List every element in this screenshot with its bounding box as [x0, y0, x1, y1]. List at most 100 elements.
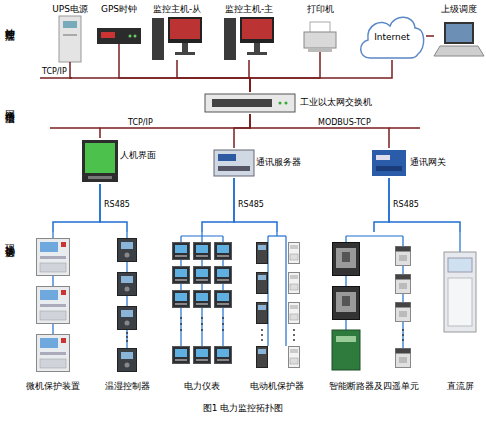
- smart-breaker-symbol: [396, 349, 411, 368]
- device-group: 电力仪表: [162, 232, 242, 392]
- power-meter-symbol: [215, 243, 232, 260]
- protocol-label: RS485: [393, 200, 419, 210]
- top-bus-line: [40, 78, 72, 79]
- ellipsis-dots: [201, 323, 203, 325]
- motor-protector-symbol: [289, 347, 300, 368]
- ethernet-switch-icon: [205, 94, 295, 112]
- ups-icon: [59, 16, 81, 62]
- node-label: 电力仪表: [162, 381, 242, 392]
- printer-icon: [304, 22, 336, 52]
- bus-connector: [234, 178, 277, 232]
- ellipsis-dots: [261, 334, 263, 336]
- device-group: 温湿控制器: [96, 232, 158, 392]
- ellipsis-dots: [293, 334, 295, 336]
- comm-server-icon: [214, 150, 254, 176]
- ellipsis-dots: [293, 329, 295, 331]
- node-label: 智能断路器及四遥单元: [314, 381, 434, 392]
- monitor-host: 监控主机-主: [220, 2, 278, 60]
- dc-panel-symbol: [444, 252, 476, 332]
- motor-protector-symbol: [257, 243, 300, 368]
- gps-clock-icon: [97, 28, 141, 44]
- ellipsis-dots: [180, 317, 182, 319]
- ethernet-switch-icon: [212, 99, 272, 107]
- laptop-icon: [444, 22, 474, 44]
- motor-protector-symbol: [257, 273, 268, 294]
- bus-connector: [426, 35, 434, 37]
- gps-clock-icon: [97, 28, 141, 44]
- node-label: 监控主机-从: [148, 4, 206, 15]
- hmi-icon: [88, 176, 112, 179]
- smart-breaker-symbol: [336, 336, 356, 342]
- power-meter-symbol: [194, 243, 211, 260]
- protocol-label: RS485: [238, 200, 264, 210]
- dc-panel-symbol: [448, 258, 472, 272]
- monitor-host-icon: [224, 18, 236, 60]
- smart-breaker-symbol: [333, 243, 360, 276]
- monitor-host-icon: [168, 17, 202, 43]
- printer-device: 打印机: [300, 2, 340, 52]
- monitor-host-icon: [152, 17, 202, 60]
- ellipsis-dots: [222, 323, 224, 325]
- humidity-controller-symbol: [118, 239, 137, 262]
- protection-relay-symbol: [37, 239, 70, 372]
- dc-panel-symbol: [448, 278, 472, 326]
- smart-breaker-symbol: [333, 287, 360, 320]
- lower-bus-line: [50, 127, 100, 129]
- comm-gateway-icon: [372, 150, 406, 176]
- ellipsis-dots: [126, 317, 404, 342]
- dispatch-laptop: 上级调度: [434, 2, 484, 58]
- monitor-host-icon: [254, 43, 260, 52]
- comm-server-icon: [218, 154, 236, 161]
- power-meter-symbol: [194, 291, 211, 308]
- comm-server-icon: [218, 166, 250, 171]
- node-label: UPS电源: [48, 4, 92, 15]
- rs485-wire: [53, 232, 460, 348]
- ellipsis-dots: [261, 339, 263, 341]
- monitor-host-icon: [175, 52, 195, 55]
- smart-breaker-symbol: [396, 303, 411, 322]
- ellipsis-dots: [222, 329, 224, 331]
- motor-protector-symbol: [257, 303, 268, 324]
- humidity-controller-symbol: [118, 239, 137, 372]
- protocol-label: MODBUS-TCP: [318, 118, 371, 128]
- protection-relay-symbol: [37, 335, 70, 372]
- comm-server-icon: [214, 150, 254, 176]
- comm-gateway-icon: [376, 155, 390, 160]
- protocol-label: TCP/IP: [42, 67, 67, 77]
- ellipsis-dots: [402, 334, 404, 336]
- node-label: Internet: [358, 32, 426, 43]
- node-label: 微机保护装置: [20, 381, 86, 392]
- node-label: 工业以太网交换机: [300, 97, 386, 108]
- node-label: 温湿控制器: [96, 381, 158, 392]
- monitor-host-icon: [182, 43, 188, 52]
- lower-bus-line: [389, 127, 420, 129]
- monitor-host-icon: [224, 17, 274, 60]
- monitor-host: 监控主机-从: [148, 2, 206, 60]
- comm-gateway-icon: [376, 166, 402, 171]
- humidity-controller-symbol: [118, 307, 137, 330]
- top-bus-line: [40, 77, 72, 79]
- ellipsis-dots: [180, 329, 182, 331]
- comm-server: 通讯服务器: [212, 148, 312, 178]
- dc-panel-symbol: [444, 252, 476, 332]
- figure-caption: 图1 电力监控拓扑图: [0, 403, 486, 414]
- motor-protector-symbol: [289, 243, 300, 264]
- rs485-wire: [346, 235, 403, 236]
- internet-cloud: Internet: [358, 12, 426, 60]
- ethernet-switch-icon: [205, 94, 295, 112]
- layer-label: 网络通信层: [3, 102, 15, 107]
- power-meter-symbol: [215, 291, 232, 308]
- bus-connector: [250, 52, 320, 92]
- hmi-icon: [82, 140, 118, 182]
- power-meter-symbol: [173, 243, 232, 364]
- monitor-host-icon: [242, 19, 272, 39]
- rs485-wire: [285, 236, 286, 346]
- gps-clock-icon: [101, 32, 115, 38]
- node-label: GPS时钟: [93, 4, 145, 15]
- smart-breaker-symbol: [332, 330, 360, 370]
- power-meter-symbol: [215, 267, 232, 284]
- bus-connector: [202, 178, 234, 232]
- device-group: 直流屏: [436, 232, 484, 392]
